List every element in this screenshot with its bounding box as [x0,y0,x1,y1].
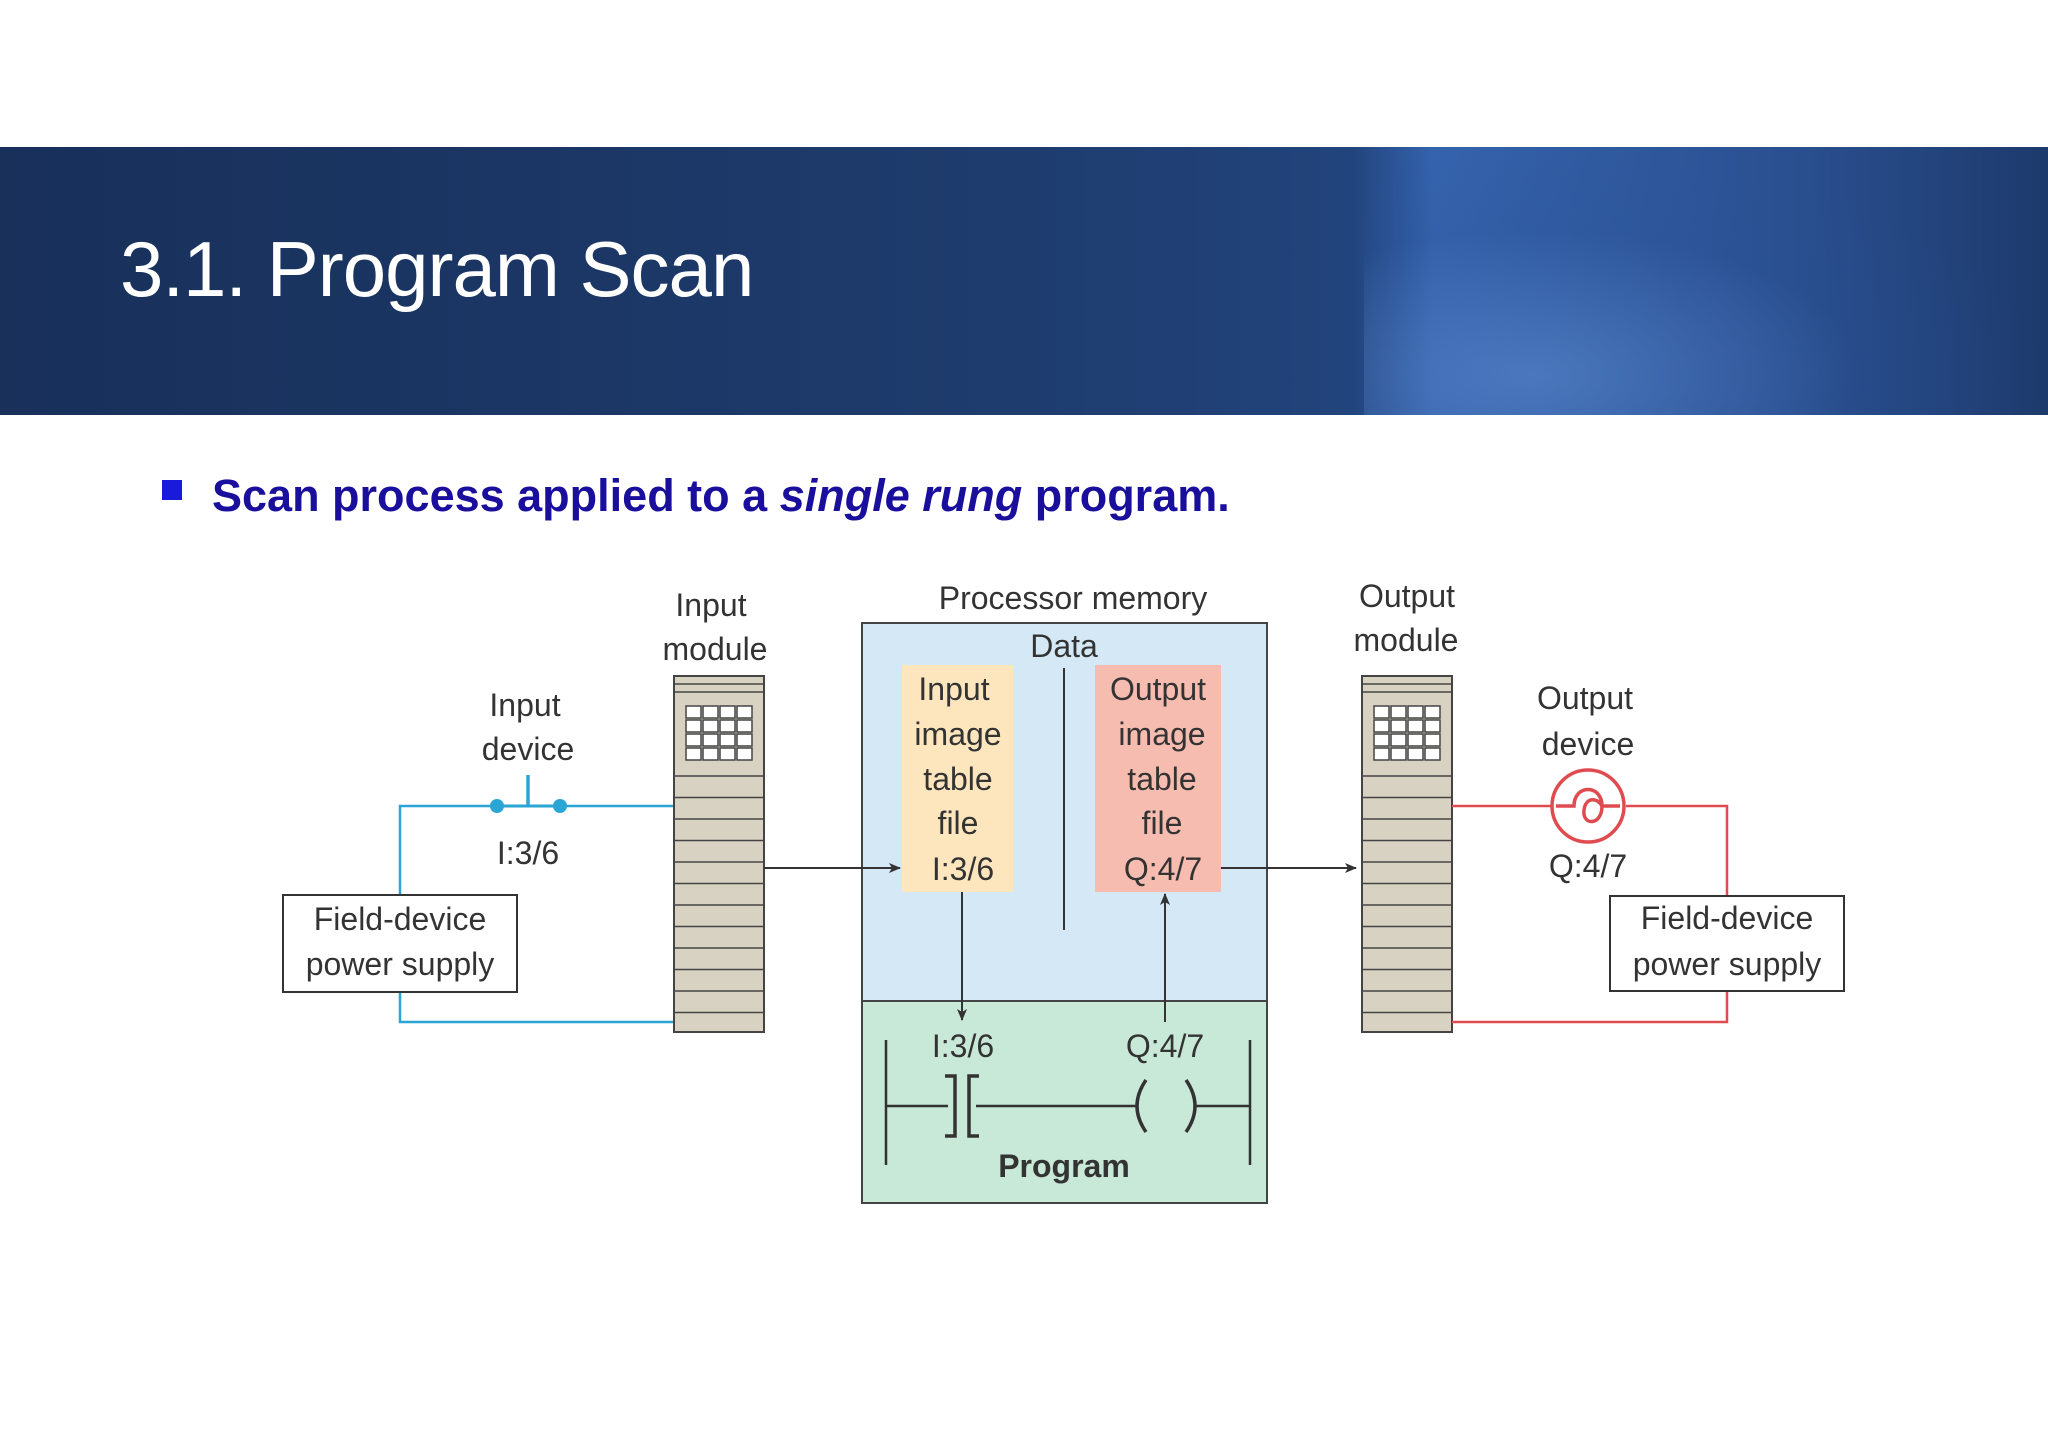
bullet-text-emphasis: single rung [779,470,1023,521]
ladder-rung [884,1040,1252,1165]
output-coil-icon [1135,1079,1197,1133]
module-indicator-grid [1373,705,1441,761]
input-address-label: I:3/6 [497,835,559,871]
output-image-line3: table [1127,761,1196,797]
output-image-line4: file [1142,805,1183,841]
right-supply-label-line2: power supply [1633,946,1822,982]
input-device-label-line1: Input [489,687,560,723]
module-indicator-grid [685,705,753,761]
input-circuit-wiring [398,804,674,1024]
left-supply-label-line1: Field-device [314,901,487,937]
output-module [1361,675,1453,1033]
input-image-line1: Input [918,671,989,707]
blue-square-bullet-icon [162,480,182,500]
output-circuit-wiring [1452,804,1729,1024]
slide-title: 3.1. Program Scan [120,225,754,313]
normally-open-contact-icon [945,1074,979,1138]
output-device-label-line1: Output [1537,680,1633,716]
input-image-line2: image [914,716,1001,752]
rung-coil-label: Q:4/7 [1126,1028,1204,1064]
pushbutton-switch-icon [490,775,567,813]
left-power-supply-box [282,894,518,993]
input-module [673,675,765,1033]
input-module-label-line1: Input [675,587,746,623]
output-address-label: Q:4/7 [1549,848,1627,884]
right-supply-label-line1: Field-device [1641,900,1814,936]
bullet-text-post: program. [1022,470,1230,521]
input-device-label-line2: device [482,731,575,767]
input-image-line3: table [923,761,992,797]
output-image-line1: Output [1110,671,1206,707]
output-device-label-line2: device [1542,726,1635,762]
input-image-address: I:3/6 [932,851,994,887]
program-label: Program [998,1148,1130,1184]
input-image-table [902,665,1013,892]
output-module-label-line2: module [1354,622,1459,658]
input-module-label-line2: module [663,631,768,667]
data-label: Data [1030,628,1098,664]
title-banner [0,147,2048,415]
bullet-text-pre: Scan process applied to a [212,470,780,521]
bullet-text: Scan process applied to a single rung pr… [212,470,1230,522]
right-power-supply-box [1609,895,1845,992]
input-image-line4: file [938,805,979,841]
banner-glow [1364,147,2048,415]
processor-memory-label: Processor memory [939,580,1208,616]
lamp-icon [1550,768,1626,844]
output-image-line2: image [1118,716,1205,752]
output-image-table [1095,665,1221,892]
left-supply-label-line2: power supply [306,946,495,982]
output-module-label-line1: Output [1359,578,1455,614]
rung-contact-label: I:3/6 [932,1028,994,1064]
program-area [861,1000,1268,1204]
output-image-address: Q:4/7 [1124,851,1202,887]
